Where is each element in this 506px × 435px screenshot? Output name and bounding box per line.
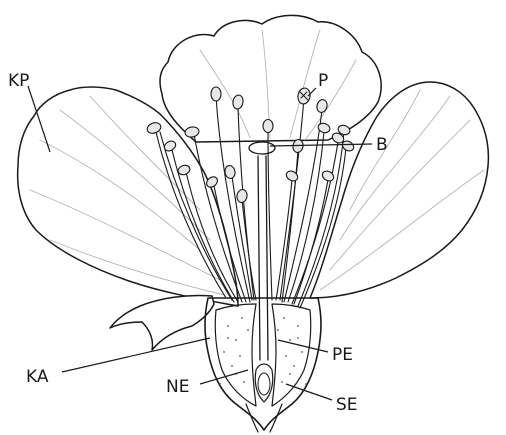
stigma	[249, 142, 275, 154]
ovule	[258, 373, 270, 395]
petal-lower-left	[110, 295, 214, 350]
label-p: P	[318, 71, 328, 91]
label-se: SE	[336, 395, 358, 415]
leader-pe	[278, 340, 328, 352]
receptacle	[205, 298, 321, 432]
label-kp: KP	[8, 71, 29, 91]
label-pe: PE	[332, 345, 353, 365]
receptacle-cavity-left	[215, 304, 256, 406]
leader-se	[286, 384, 332, 400]
label-ka: KA	[26, 367, 49, 387]
leader-b	[270, 144, 372, 146]
label-ne: NE	[166, 377, 189, 397]
leader-ka	[62, 338, 210, 372]
petals	[18, 15, 489, 350]
label-b: B	[376, 135, 388, 155]
leader-ne	[200, 370, 248, 384]
